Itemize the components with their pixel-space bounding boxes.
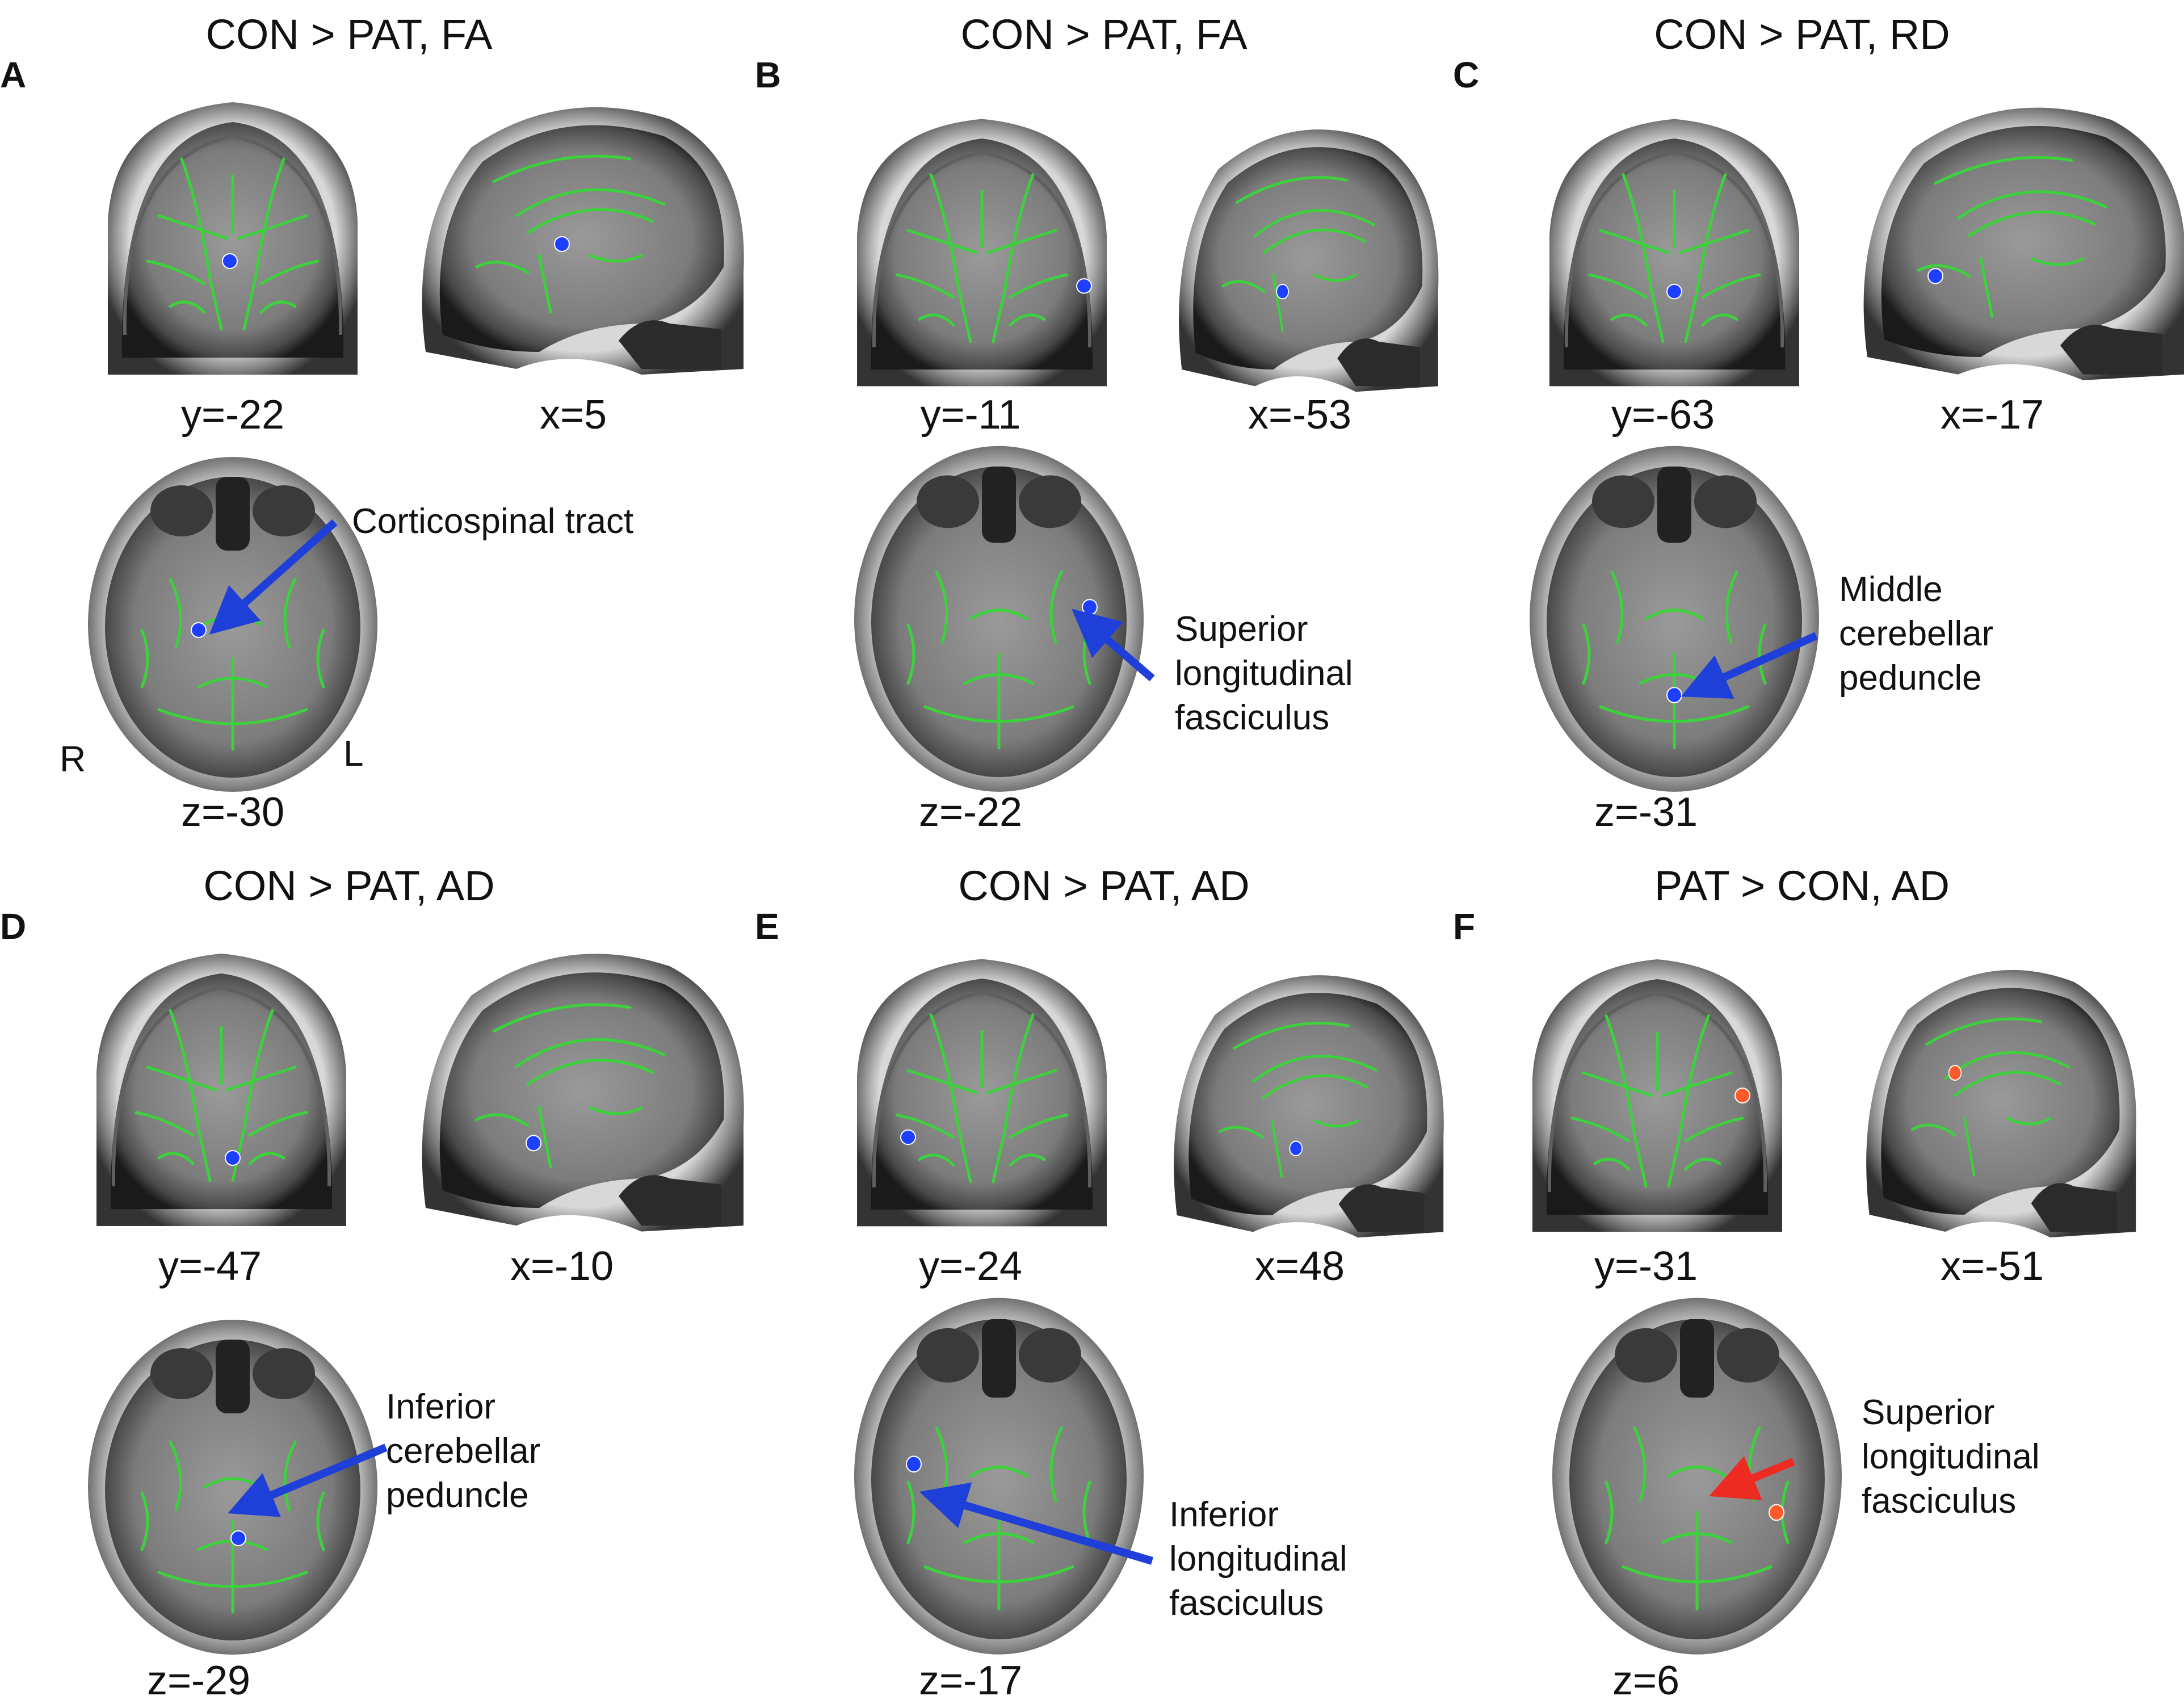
label-line: fasciculus [1862,1481,2017,1521]
label-line: fasciculus [1169,1584,1324,1623]
coronal-coordinate: y=-24 [918,1244,1023,1289]
sagittal-coordinate: x=-10 [510,1244,614,1289]
axial-coordinate: z=-30 [180,790,285,835]
axial-coordinate: z=-17 [918,1658,1023,1703]
coronal-coordinate: y=-31 [1594,1244,1698,1289]
axial-coordinate: z=-31 [1594,790,1698,835]
sagittal-slice-image [1158,954,1453,1243]
panel-title: CON > PAT, RD [1654,11,1950,58]
label-line: peduncle [386,1476,529,1515]
coronal-slice-image [840,948,1124,1237]
label-line: cerebellar [386,1432,541,1471]
panel-letter: C [1453,54,1480,95]
sagittal-coordinate: x=-17 [1940,392,2044,438]
axial-coordinate: z=6 [1612,1658,1680,1703]
label-line: peduncle [1839,658,1982,698]
axial-slice-image [1515,431,1833,795]
panel-e: E CON > PAT, AD [755,851,1482,1703]
label-line: Superior [1862,1393,1995,1432]
coronal-coordinate: y=-22 [180,392,285,438]
label-line: Superior [1175,610,1308,649]
axial-coordinate: z=-22 [918,790,1023,835]
axial-coordinate: z=-29 [146,1658,251,1703]
label-line: Inferior [386,1387,495,1426]
coronal-coordinate: y=-47 [158,1244,262,1289]
label-line: Inferior [1169,1495,1279,1534]
coronal-slice-image [79,942,363,1237]
sagittal-coordinate: x=48 [1254,1244,1345,1289]
panel-title: CON > PAT, AD [958,862,1250,909]
panel-c: C CON > PAT, RD [1453,0,2184,840]
structure-label: Superior longitudinal fasciculus [1175,607,1353,740]
panel-title: PAT > CON, AD [1654,862,1950,909]
coronal-coordinate: y=-63 [1611,392,1715,438]
structure-label: Corticospinal tract [352,500,633,544]
sagittal-slice-image [403,85,755,380]
coronal-slice-image [1532,108,1816,397]
orientation-right: R [60,738,86,779]
label-line: Middle [1839,570,1943,609]
sagittal-coordinate: x=-51 [1940,1244,2044,1289]
panel-f: F PAT > CON, AD [1453,851,2181,1703]
structure-label: Inferior cerebellar peduncle [386,1385,540,1518]
panel-title: CON > PAT, FA [205,11,493,58]
label-line: longitudinal [1169,1539,1347,1579]
panel-letter: E [755,906,779,947]
sagittal-slice-image [1850,948,2145,1243]
axial-slice-image [74,1306,392,1657]
structure-label: Superior longitudinal fasciculus [1862,1391,2040,1523]
panel-title: CON > PAT, FA [960,11,1248,58]
panel-letter: F [1453,906,1476,947]
label-line: Corticospinal tract [352,502,634,541]
sagittal-slice-image [1164,108,1447,397]
sagittal-slice-image [1845,85,2184,386]
coronal-slice-image [840,108,1124,397]
panel-a: A CON > PAT, FA [0,0,744,840]
label-line: longitudinal [1862,1437,2040,1476]
panel-letter: D [0,906,27,947]
coronal-slice-image [1515,948,1799,1243]
coronal-coordinate: y=-11 [920,392,1021,438]
axial-slice-image [840,431,1158,795]
label-line: longitudinal [1175,654,1353,693]
sagittal-coordinate: x=-53 [1248,392,1352,438]
panel-b: B CON > PAT, FA [755,0,1482,840]
label-line: fasciculus [1175,698,1330,737]
panel-letter: A [0,54,27,95]
label-line: cerebellar [1839,614,1994,653]
axial-slice-image [840,1283,1158,1657]
coronal-slice-image [91,91,375,386]
panel-letter: B [755,54,782,95]
structure-label: Middle cerebellar peduncle [1839,568,1993,700]
orientation-left: L [343,733,364,774]
panel-d: D CON > PAT, AD [0,851,744,1703]
structure-label: Inferior longitudinal fasciculus [1169,1493,1347,1626]
panel-title: CON > PAT, AD [203,862,495,909]
sagittal-slice-image [403,931,755,1237]
axial-slice-image [1538,1283,1856,1657]
sagittal-coordinate: x=5 [539,392,607,438]
